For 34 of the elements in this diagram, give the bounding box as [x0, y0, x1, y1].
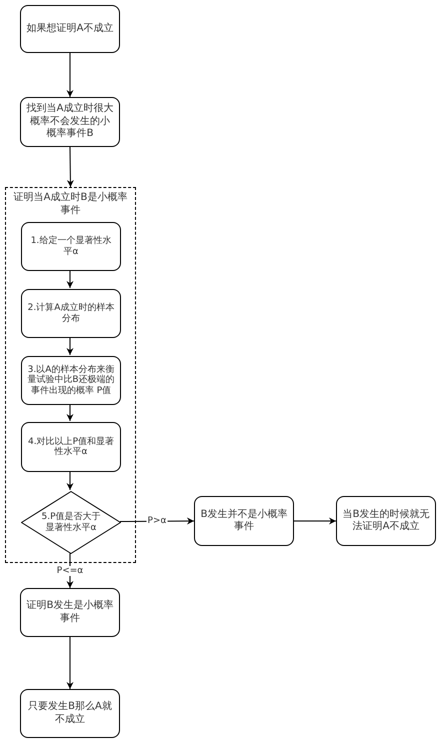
- arrow: [66, 52, 74, 98]
- node-label: B发生并不是小概率事件: [200, 508, 288, 534]
- node-label: 5.P值是否大于显著性水平α: [41, 512, 101, 533]
- node-label: 3.以A的样本分布来衡量试验中比B还极端的事件出现的概率 P值: [27, 364, 115, 396]
- process-box: [21, 422, 121, 472]
- edge-label: P>α: [146, 516, 168, 526]
- node-label: 只要发生B那么A就不成立: [27, 701, 113, 726]
- process-box: [20, 5, 120, 53]
- edge-label: P<=α: [56, 566, 84, 576]
- arrow: [66, 636, 74, 690]
- decision-diamond: [21, 491, 121, 554]
- group-title: 证明当A成立时B是小概率事件: [12, 192, 128, 217]
- process-box: [194, 496, 294, 546]
- node-label: 如果想证明A不成立: [26, 22, 114, 36]
- node-label: 证明B发生是小概率事件: [26, 600, 114, 625]
- process-box: [21, 356, 121, 405]
- process-box: [336, 496, 436, 546]
- arrow: [66, 404, 74, 422]
- process-box: [21, 289, 121, 338]
- node-label: 2.计算A成立时的样本分布: [27, 303, 115, 324]
- process-box: [20, 588, 120, 637]
- node-label: 1.给定一个显著性水平α: [30, 236, 112, 257]
- arrow: [294, 518, 336, 524]
- process-box: [21, 222, 121, 271]
- process-box: [20, 689, 120, 738]
- dashed-group-box: [5, 187, 136, 563]
- process-box: [20, 97, 120, 147]
- arrow: [66, 470, 74, 490]
- node-label: 当B发生的时候就无法证明A不成立: [342, 508, 430, 534]
- node-label: 找到当A成立时很大概率不会发生的小概率事件B: [26, 103, 114, 141]
- arrow: [66, 146, 74, 188]
- arrow: [66, 336, 74, 356]
- node-label: 4.对比以上P值和显著性水平α: [27, 436, 115, 458]
- arrow: [66, 270, 74, 288]
